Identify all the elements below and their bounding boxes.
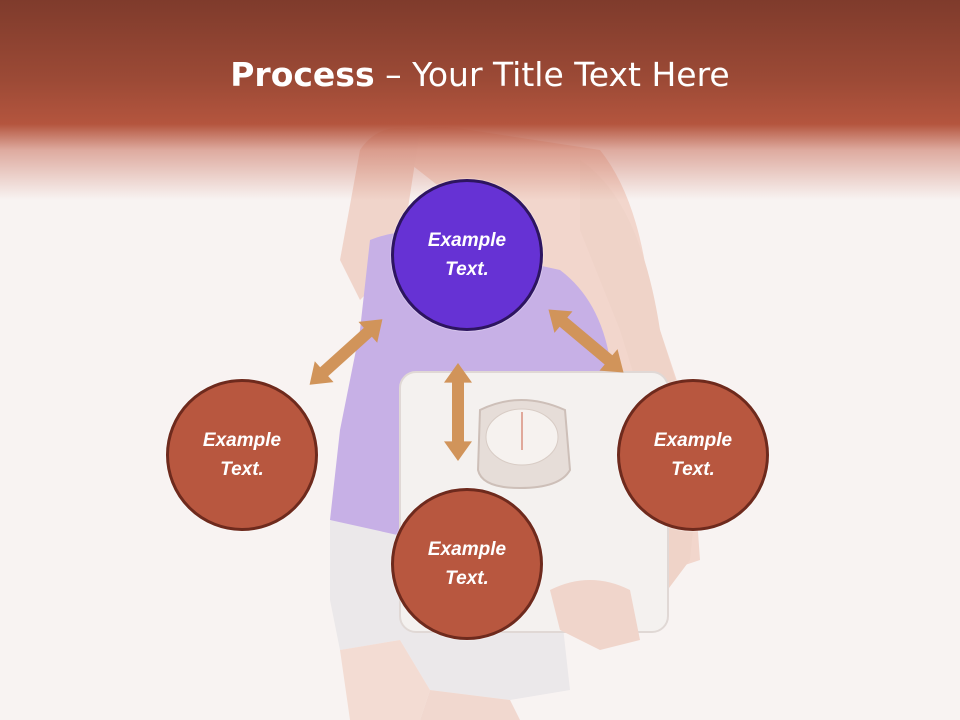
node-top[interactable]: Example Text. xyxy=(391,179,543,331)
arrow-top-right xyxy=(539,298,633,384)
title-bold: Process xyxy=(230,55,375,94)
node-right[interactable]: Example Text. xyxy=(617,379,769,531)
title-text: Your Title Text Here xyxy=(412,55,730,94)
title-separator: – xyxy=(385,55,402,94)
node-top-label: Example Text. xyxy=(427,230,507,280)
node-left-label: Example Text. xyxy=(202,430,282,480)
node-right-label: Example Text. xyxy=(653,430,733,480)
node-bottom-label: Example Text. xyxy=(427,539,507,589)
header-band xyxy=(0,0,960,200)
node-left[interactable]: Example Text. xyxy=(166,379,318,531)
arrow-top-left xyxy=(300,308,392,396)
slide-title: Process – Your Title Text Here xyxy=(0,52,960,98)
node-bottom[interactable]: Example Text. xyxy=(391,488,543,640)
arrow-center-vertical xyxy=(444,363,472,461)
